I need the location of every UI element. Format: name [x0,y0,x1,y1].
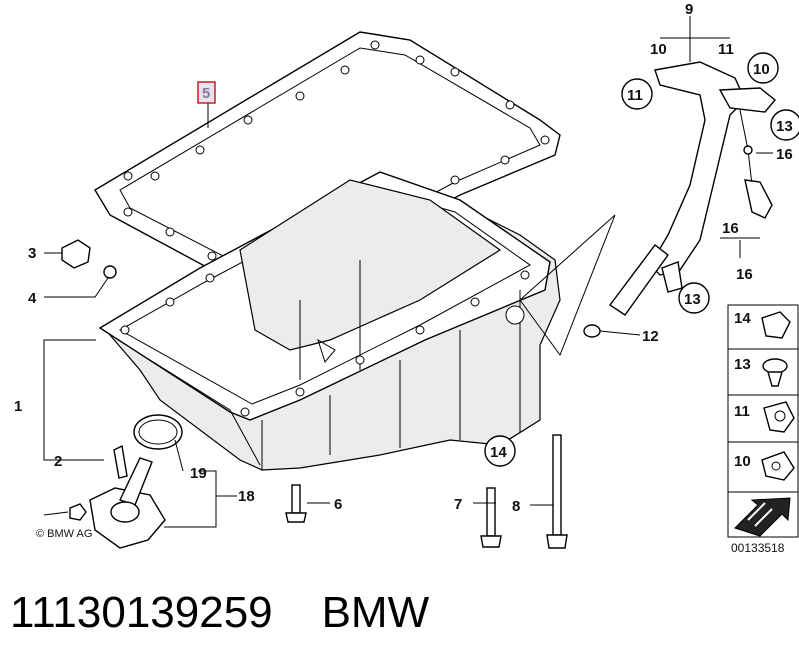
copyright-notice: © BMW AG [36,528,92,540]
circled-13-lower: 13 [684,291,701,308]
callout-3: 3 [28,245,36,262]
spring-clip-icon [761,311,791,339]
pin-clip-icon [762,358,788,374]
circled-13-upper: 13 [776,118,793,135]
callout-8: 8 [512,498,520,515]
highlighted-callout-box [197,81,216,104]
callout-2: 2 [54,453,62,470]
oil-dipstick [739,109,773,219]
part-number-caption: 11130139259 BMW [10,588,429,648]
callout-4: 4 [28,290,37,307]
callout-7: 7 [454,496,462,513]
callout-5: 5 [202,85,210,102]
svg-text:13: 13 [734,356,751,373]
exploded-parts-diagram: 1 2 3 4 5 6 7 8 9 10 11 12 16 16 16 18 1… [14,1,799,555]
callout-18: 19 [190,465,207,482]
callout-16-lower: 16 [722,220,739,237]
callout-6: 6 [334,496,342,513]
screw-plug [61,239,117,279]
oil-pan-gasket [94,31,561,293]
circled-11: 11 [627,87,643,104]
legend-row-13: 13 [734,356,788,387]
part-number: 11130139259 [10,588,273,637]
part-callouts: 1 2 3 4 5 6 7 8 9 10 11 12 16 16 16 18 1… [14,1,793,515]
circled-14: 14 [490,444,507,461]
svg-text:14: 14 [734,310,751,327]
callout-17: 18 [238,488,255,505]
callout-15: 16 [736,266,753,283]
svg-text:10: 10 [734,453,751,470]
bolt-6 [285,484,307,523]
legend-row-11: 11 [734,401,795,433]
circled-callouts: 10 11 13 13 14 [484,52,799,467]
brand-name: BMW [321,588,430,637]
sealing-cap [69,503,87,521]
circled-10: 10 [753,61,770,78]
callout-12: 12 [642,328,659,345]
leader-lines [43,16,773,528]
bolt-8 [546,434,568,549]
bolt-7 [480,487,502,548]
legend-panel: 14 13 11 10 [727,304,799,538]
callout-1: 1 [14,398,22,415]
callout-9: 9 [685,1,693,18]
o-ring [133,414,183,450]
legend-row-10: 10 [734,451,795,481]
dipstick-guide-tube [608,61,776,316]
oil-pan [98,171,561,471]
oil-level-sensor [89,457,166,549]
callout-9-sub-11: 11 [718,41,734,58]
legend-row-14: 14 [734,310,791,339]
dowel-pin [113,444,128,479]
caption-gap [273,588,322,637]
callout-9-sub-10: 10 [650,41,667,58]
reference-arrow-icon [734,497,791,537]
drawing-number: 00133518 [731,541,785,555]
seal-ring-12 [583,324,601,338]
callout-16-upper: 16 [776,146,793,163]
svg-text:11: 11 [734,403,750,420]
